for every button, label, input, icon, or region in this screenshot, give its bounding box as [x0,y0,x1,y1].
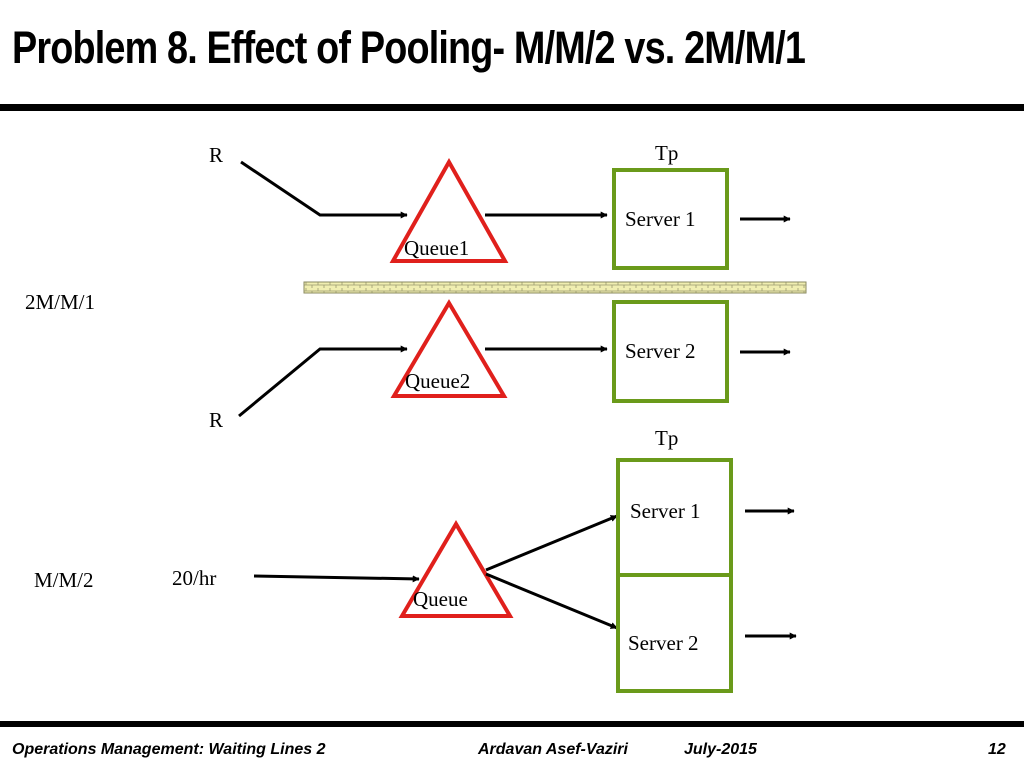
server2-label-top: Server 2 [625,339,696,363]
label-2mm1: 2M/M/1 [25,290,95,314]
arrival-label-r-top: R [209,143,223,167]
label-mm2: M/M/2 [34,568,94,592]
slide-title: Problem 8. Effect of Pooling- M/M/2 vs. … [12,22,806,73]
arrival-label-r-bottom: R [209,408,223,432]
arrival-line-bottom [238,345,408,418]
footer-author: Ardavan Asef-Vaziri [478,741,628,758]
pooled-queue-label: Queue [413,587,468,611]
page-number: 12 [988,741,1006,758]
pooled-queue-triangle [398,520,514,618]
service-label-tp-bottom: Tp [655,426,678,450]
server1-label-top: Server 1 [625,207,696,231]
title-divider [0,104,1024,111]
queue-to-server1-arrow [485,514,618,572]
pooling-diagram: 2M/M/1 R Queue1 Tp Server 1 Queue2 R Ser… [25,141,807,693]
queue1-triangle [389,157,509,263]
queue1-label: Queue1 [404,236,469,260]
separator-wall [303,281,807,294]
server2-box-top [612,300,729,403]
queue-to-server2-arrow [485,572,618,630]
arrival-arrow-pooled [253,574,420,583]
pooled-server2-label: Server 2 [628,631,699,655]
footer-date: July-2015 [684,741,757,758]
arrival-line-top [240,160,408,219]
server1-box-top [612,168,729,270]
arrival-rate-label: 20/hr [172,566,216,590]
footer-divider [0,721,1024,727]
queue2-triangle [390,299,508,398]
footer-course: Operations Management: Waiting Lines 2 [12,741,326,758]
queue2-label: Queue2 [405,369,470,393]
pooled-server1-label: Server 1 [630,499,701,523]
service-label-tp-top: Tp [655,141,678,165]
